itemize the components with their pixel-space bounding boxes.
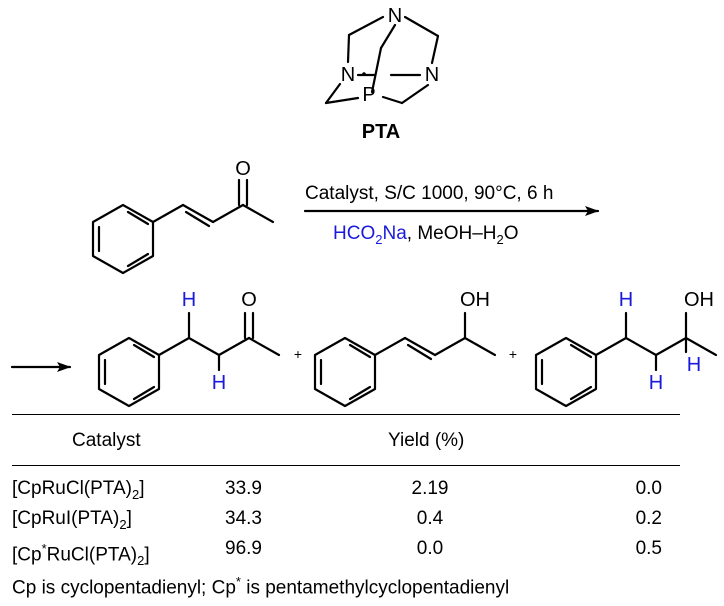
pta-atom-n-right: N xyxy=(425,64,439,86)
header-yield: Yield (%) xyxy=(388,430,465,451)
product-1-h-bottom: H xyxy=(212,372,226,394)
table-row-2-catalyst: [CpRuI(PTA)2] xyxy=(12,508,132,532)
table-row-3-yield-3: 0.5 xyxy=(635,538,662,559)
product-2-hydroxyl: OH xyxy=(460,289,490,311)
reaction-scheme: N N N P PTA O Catalyst, S/C 1000, 90°C, … xyxy=(10,5,718,408)
header-catalyst: Catalyst xyxy=(72,430,141,451)
reagent-formula-end: Na xyxy=(382,223,407,244)
table-row-3-catalyst: [Cp*RuCl(PTA)2] xyxy=(12,541,150,569)
pta-atom-p: P xyxy=(362,84,375,106)
reagent-formula: HCO xyxy=(333,223,375,244)
table-header-rule xyxy=(12,465,680,466)
reagent-formula-sub: 2 xyxy=(375,232,382,247)
table-row-2-yield-3: 0.2 xyxy=(635,508,662,529)
table-row-3-yield-1: 96.9 xyxy=(225,538,262,559)
pta-structure: N N N P PTA xyxy=(324,5,439,143)
product-3-h-top: H xyxy=(619,289,633,311)
table-top-rule xyxy=(12,414,680,415)
pta-atom-n-top: N xyxy=(388,5,402,27)
table-row-2-yield-1: 34.3 xyxy=(225,508,262,529)
footnote: Cp is cyclopentadienyl; Cp* is pentameth… xyxy=(12,574,510,599)
solvent-text: , MeOH–H xyxy=(407,223,497,244)
table-row-2-yield-2: 0.4 xyxy=(416,508,444,529)
table-row-1-yield-1: 33.9 xyxy=(225,478,262,499)
reaction-arrow-group: Catalyst, S/C 1000, 90°C, 6 h HCO2Na, Me… xyxy=(303,183,600,247)
solvent-end: O xyxy=(504,223,519,244)
table-row-3-yield-2: 0.0 xyxy=(416,538,444,559)
product-1-oxygen: O xyxy=(241,289,257,311)
plus-sign-2: + xyxy=(509,346,517,362)
product-2: OH xyxy=(313,289,497,408)
conditions-line-2: HCO2Na, MeOH–H2O xyxy=(333,223,519,247)
product-3-h-bottom-right: H xyxy=(687,354,701,376)
table-row-1-yield-3: 0.0 xyxy=(635,478,662,499)
table-row-1-yield-2: 2.19 xyxy=(411,478,449,499)
table-row-1-catalyst: [CpRuCl(PTA)2] xyxy=(12,478,145,502)
product-3-hydroxyl: OH xyxy=(684,289,714,311)
solvent-sub: 2 xyxy=(497,232,504,247)
ketone-oxygen: O xyxy=(235,158,251,180)
plus-sign-1: + xyxy=(294,346,302,362)
starting-material: O xyxy=(91,158,275,275)
product-3-h-bottom-left: H xyxy=(649,372,663,394)
product-1-h-top: H xyxy=(182,289,196,311)
pta-label: PTA xyxy=(362,121,401,143)
pta-atom-n-left: N xyxy=(341,64,355,86)
conditions-line-1: Catalyst, S/C 1000, 90°C, 6 h xyxy=(305,183,553,204)
product-1: O H H xyxy=(97,289,281,408)
product-3: H OH H H xyxy=(534,289,718,408)
